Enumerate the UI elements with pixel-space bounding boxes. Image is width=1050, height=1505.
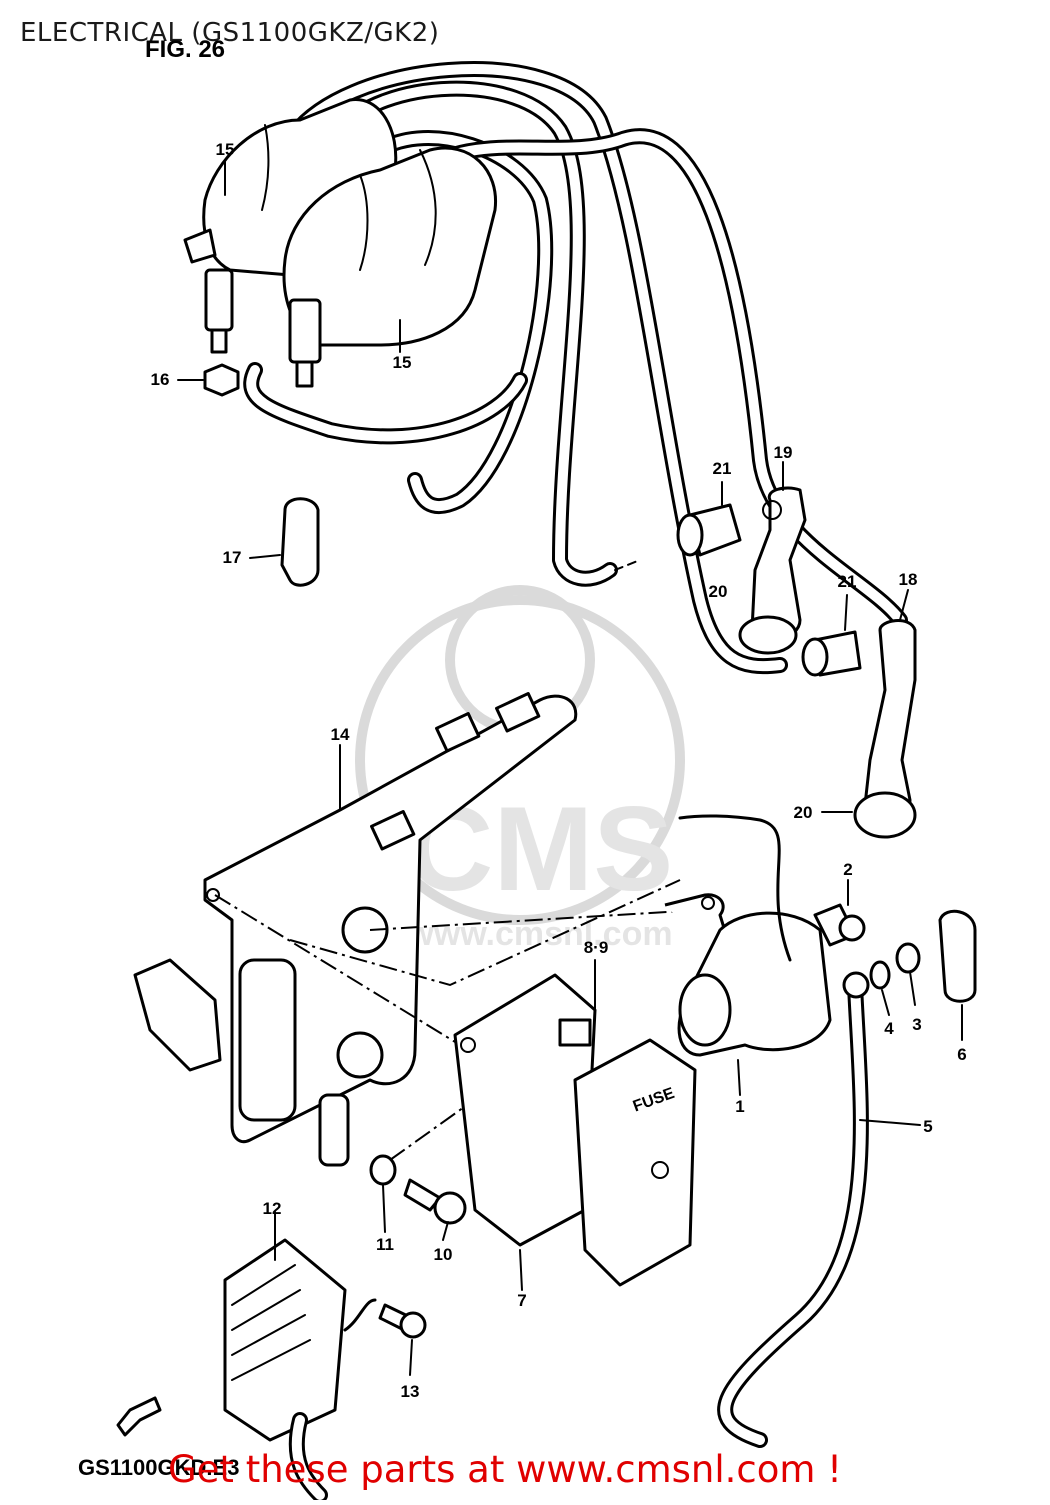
model-code: GS1100GKD.E3 (78, 1455, 240, 1480)
callout-8-9: 8·9 (584, 938, 609, 957)
terminal-cap-6 (938, 909, 977, 1003)
plug-cap-18 (853, 619, 917, 839)
grommet-21a (676, 503, 742, 557)
callout-7: 7 (517, 1291, 526, 1310)
screw-2 (813, 903, 866, 947)
callout-16: 16 (151, 370, 170, 389)
callout-19: 19 (774, 443, 793, 462)
callout-18: 18 (899, 570, 918, 589)
starter-relay-1 (664, 814, 832, 1057)
watermark-url: www.cmsnl.com (406, 915, 672, 953)
callout-leaders (224, 161, 963, 1376)
washer-11 (369, 1154, 397, 1186)
watermark-logo: CMS www.cmsnl.com (355, 585, 685, 953)
ignition-wires (243, 61, 908, 675)
front-direction-icon (116, 1396, 162, 1437)
callout-21: 21 (838, 572, 857, 591)
parts-link[interactable]: Get these parts at www.cmsnl.com ! (168, 1448, 843, 1491)
bracket-14 (133, 692, 578, 1167)
callout-6: 6 (957, 1045, 966, 1064)
mounting-guide-lines (214, 879, 701, 1161)
callout-15: 15 (216, 140, 235, 159)
callout-20: 20 (709, 582, 728, 601)
regulator-rectifier-12 (223, 1238, 377, 1503)
callout-13: 13 (401, 1382, 420, 1401)
figure-number: FIG. 26 (145, 36, 226, 63)
plug-cap-19 (738, 486, 807, 655)
fuse-box-7 (453, 973, 597, 1247)
callout-17: 17 (223, 548, 242, 567)
nut-3 (895, 942, 921, 974)
fuse-cover: FUSE (573, 1038, 697, 1287)
callout-12: 12 (263, 1199, 282, 1218)
grommet-21b (801, 630, 862, 677)
washer-4 (869, 960, 891, 990)
screw-13 (378, 1303, 427, 1339)
clamp-17 (249, 497, 320, 587)
callout-1: 1 (735, 1097, 744, 1116)
callout-4: 4 (884, 1019, 894, 1038)
callout-11: 11 (376, 1235, 394, 1254)
callout-5: 5 (923, 1117, 932, 1136)
callout-20: 20 (794, 803, 813, 822)
page-title: ELECTRICAL (GS1100GKZ/GK2) (20, 18, 440, 48)
callout-3: 3 (912, 1015, 921, 1034)
callout-21: 21 (713, 459, 732, 478)
callout-10: 10 (434, 1245, 453, 1264)
nut-16 (177, 363, 240, 397)
battery-lead-5 (717, 971, 870, 1448)
ignition-coil-front (282, 146, 498, 388)
callout-14: 14 (331, 725, 350, 744)
callout-15: 15 (393, 353, 412, 372)
screw-10 (403, 1178, 467, 1225)
callout-2: 2 (843, 860, 852, 879)
